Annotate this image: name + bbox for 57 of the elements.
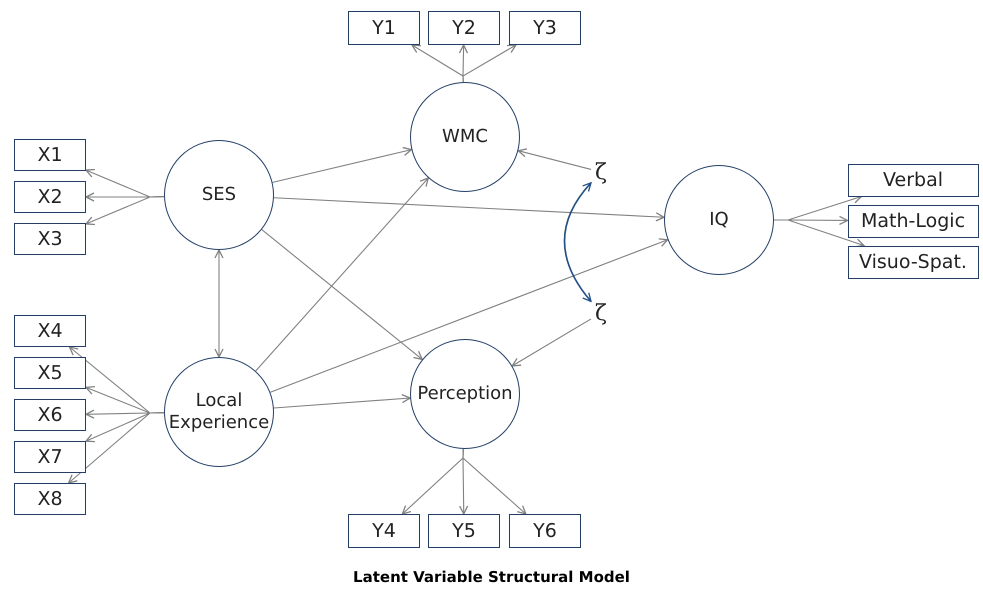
node-label: Local Experience xyxy=(168,390,270,434)
node-label: X2 xyxy=(37,186,63,208)
observed-variable-box xyxy=(509,11,581,45)
path-arrow xyxy=(274,394,411,409)
path-arrow xyxy=(255,177,429,372)
path-arrow xyxy=(518,148,592,170)
observed-variable-box xyxy=(848,246,978,278)
node-label: IQ xyxy=(709,209,729,231)
node-label: Y3 xyxy=(533,17,557,39)
observed-variable-box xyxy=(848,164,978,196)
path-arrow xyxy=(270,238,668,393)
node-label: X8 xyxy=(37,488,63,510)
node-label: X5 xyxy=(37,362,63,384)
node-label: Y5 xyxy=(452,520,476,542)
error-term-label: ζ xyxy=(591,299,611,327)
observed-variable-box xyxy=(14,139,86,171)
error-term-label: ζ xyxy=(591,158,611,186)
observed-variable-box xyxy=(14,223,86,255)
observed-variable-box xyxy=(348,514,420,548)
node-label: Y2 xyxy=(452,17,476,39)
observed-variable-box xyxy=(14,357,86,389)
node-label: X1 xyxy=(37,144,63,166)
path-arrow xyxy=(462,448,527,515)
node-label: Y4 xyxy=(372,520,396,542)
path-arrow xyxy=(261,229,423,360)
path-arrow xyxy=(68,412,164,484)
observed-variable-box xyxy=(428,11,500,45)
node-label: Y1 xyxy=(372,17,396,39)
path-arrow xyxy=(512,318,592,366)
path-arrow xyxy=(272,146,412,183)
node-label: Visuo-Spat. xyxy=(859,251,967,273)
node-label: X4 xyxy=(37,320,63,342)
node-label: Y6 xyxy=(533,520,557,542)
correlation-arrow xyxy=(564,182,592,302)
observed-variable-box xyxy=(348,11,420,45)
node-label: X6 xyxy=(37,404,63,426)
node-label: X3 xyxy=(37,228,63,250)
node-label: X7 xyxy=(37,446,63,468)
node-label: WMC xyxy=(442,126,488,148)
path-arrow xyxy=(774,219,865,248)
observed-variable-box xyxy=(14,181,86,213)
path-arrow xyxy=(85,196,164,226)
node-label: Verbal xyxy=(882,169,943,191)
path-arrow xyxy=(462,44,517,82)
observed-variable-box xyxy=(14,399,86,431)
node-label: Perception xyxy=(417,383,513,405)
observed-variable-box xyxy=(509,514,581,548)
observed-variable-box xyxy=(14,483,86,515)
path-arrow xyxy=(274,197,665,222)
observed-variable-box xyxy=(14,315,86,347)
observed-variable-box xyxy=(428,514,500,548)
observed-variable-box xyxy=(14,441,86,473)
node-label: SES xyxy=(202,184,236,206)
diagram-caption: Latent Variable Structural Model xyxy=(352,568,631,586)
observed-variable-box xyxy=(848,204,978,238)
node-label: Math-Logic xyxy=(860,210,966,232)
path-arrow xyxy=(214,249,224,358)
